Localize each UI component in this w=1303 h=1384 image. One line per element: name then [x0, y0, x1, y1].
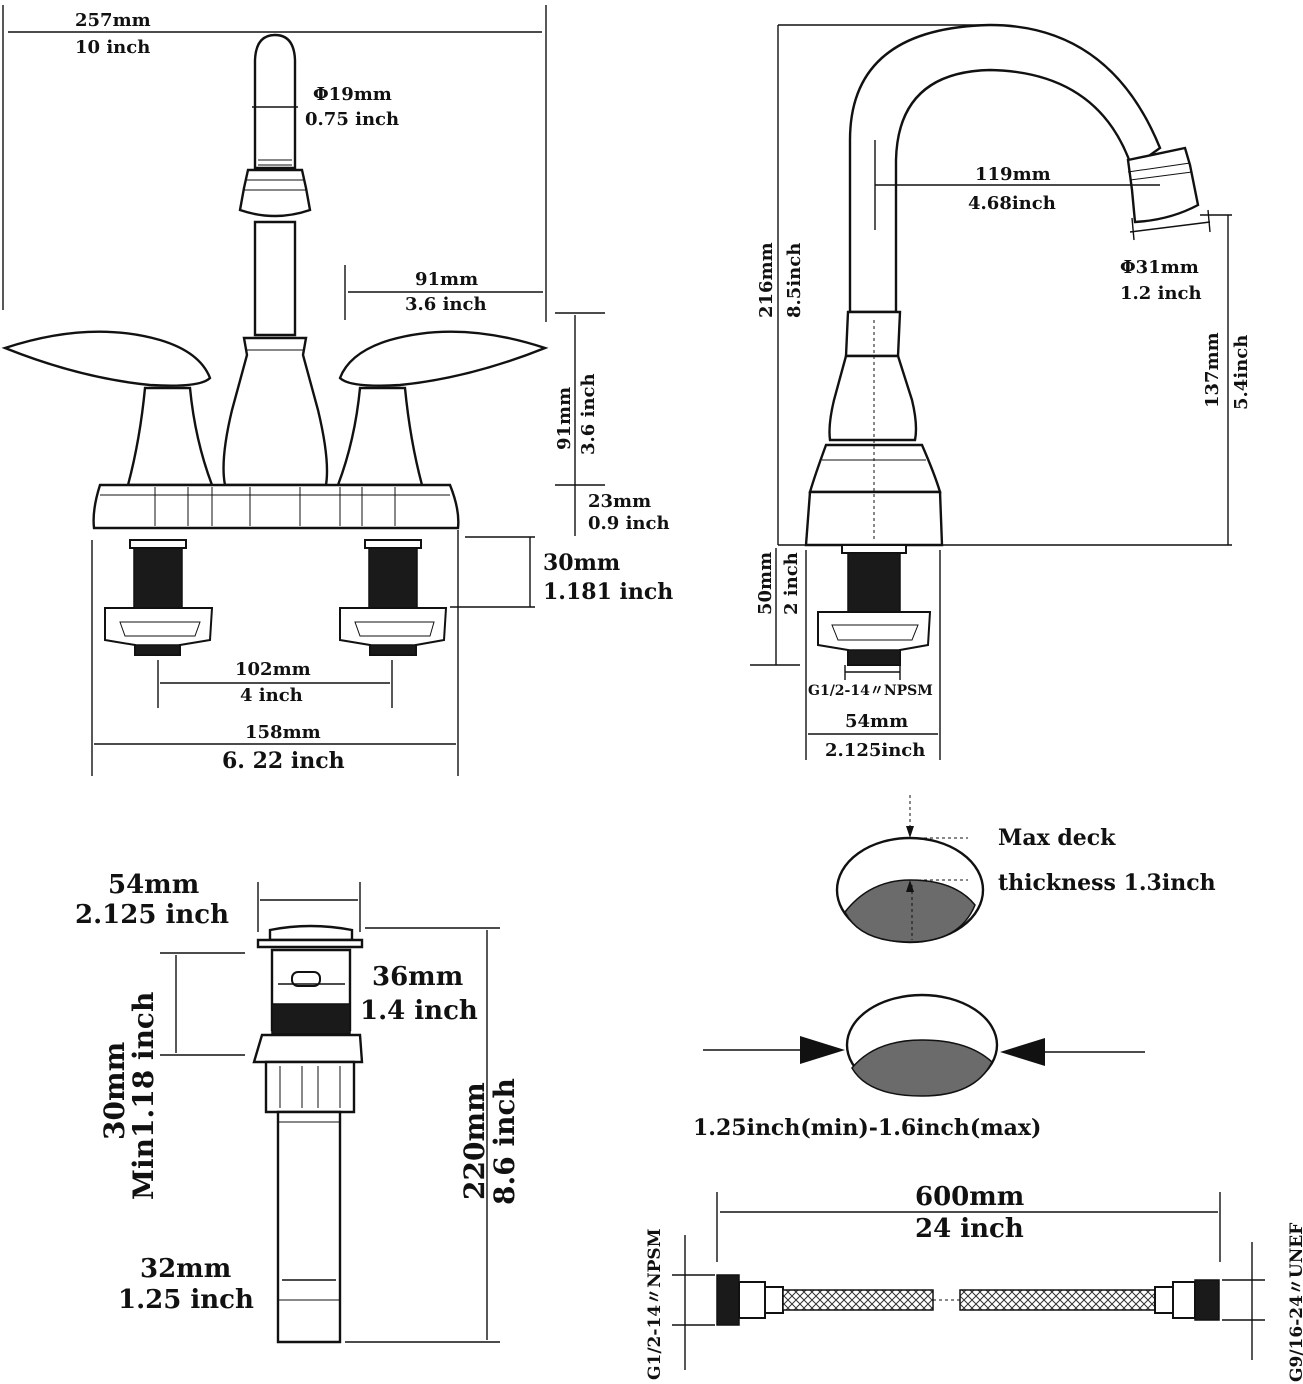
- spout-reach-inch: 4.68inch: [968, 193, 1056, 214]
- spout-diameter-inch: 0.75 inch: [305, 109, 399, 130]
- spout-diameter-mm: Φ19mm: [313, 84, 392, 105]
- side-shank-inch: 2 inch: [781, 552, 802, 615]
- base-height-inch: 0.9 inch: [588, 513, 670, 534]
- drain-tail-inch: 1.25 inch: [118, 1285, 254, 1315]
- drain-tailpiece: [276, 1110, 342, 1344]
- base-length-mm: 158mm: [245, 722, 321, 743]
- spout-column: [253, 33, 297, 170]
- drain-min-mm: 30mm: [98, 1042, 131, 1140]
- drain-body-inch: 1.4 inch: [360, 996, 478, 1026]
- total-height-mm: 216mm: [756, 242, 777, 318]
- drain-min-inch: Min1.18 inch: [127, 992, 160, 1200]
- hose-right-nut: [1194, 1279, 1220, 1321]
- right-shank: [368, 547, 418, 611]
- handle-reach-mm: 91mm: [415, 269, 478, 290]
- drain-total-inch: 8.6 inch: [488, 1078, 521, 1205]
- total-height-inch: 8.5inch: [784, 243, 805, 318]
- base-length-inch: 6. 22 inch: [222, 748, 345, 774]
- hose-left-nut: [716, 1274, 740, 1326]
- gooseneck-spout: [848, 23, 1162, 314]
- mounting-hole: 1.25inch(min)-1.6inch(max): [693, 993, 1145, 1141]
- side-base-diameter-mm: 54mm: [845, 711, 908, 732]
- shank-length-inch: 1.181 inch: [543, 579, 673, 605]
- side-thread: G1/2-14〃NPSM: [808, 683, 933, 699]
- right-handle: [338, 330, 549, 387]
- overall-width-mm: 257mm: [75, 10, 151, 31]
- left-handle: [1, 330, 212, 387]
- hole-range: 1.25inch(min)-1.6inch(max): [693, 1115, 1041, 1141]
- deck-thickness: Max deck thickness 1.3inch: [835, 795, 1216, 944]
- drain-body-mm: 36mm: [372, 962, 463, 992]
- hose-braid-right: [959, 1289, 1156, 1311]
- faucet-body: [222, 336, 329, 487]
- handle-height-mm: 91mm: [554, 387, 575, 450]
- deck-label-line1: Max deck: [998, 825, 1116, 851]
- side-view: 119mm 4.68inch Φ31mm 1.2 inch 216mm 8.5i…: [750, 23, 1252, 761]
- hose-left-thread: G1/2-14〃NPSM: [645, 1228, 665, 1380]
- drain-top-inch: 2.125 inch: [75, 900, 229, 930]
- side-base-diameter-inch: 2.125inch: [825, 740, 925, 761]
- center-spacing-inch: 4 inch: [240, 685, 303, 706]
- base-height-mm: 23mm: [588, 491, 651, 512]
- overall-width-inch: 10 inch: [75, 37, 150, 58]
- side-aerator: [1126, 146, 1200, 224]
- hose-braid-left: [782, 1289, 934, 1311]
- side-shank: [847, 552, 901, 616]
- drain-stopper: [268, 924, 354, 942]
- side-body: [828, 354, 918, 442]
- hose-right-thread: G9/16-24〃UNEF: [1287, 1223, 1303, 1382]
- spout-height-mm: 137mm: [1202, 332, 1223, 408]
- aerator-diameter-mm: Φ31mm: [1120, 257, 1199, 278]
- front-view: 257mm 10 inch Φ19mm 0.75 inch: [1, 5, 673, 776]
- left-shank: [133, 547, 183, 611]
- pop-up-drain: 54mm 2.125 inch 36mm 1.4 inch 30mm Min1.…: [75, 870, 521, 1344]
- aerator-diameter-inch: 1.2 inch: [1120, 283, 1202, 304]
- drain-total-mm: 220mm: [458, 1082, 491, 1200]
- shank-length-mm: 30mm: [543, 550, 620, 576]
- spout-aerator: [238, 168, 312, 218]
- supply-hose: 600mm 24 inch G1/2-14〃NPSM G9/16-24〃UNEF: [645, 1182, 1303, 1382]
- deck-plate: [92, 483, 460, 530]
- deck-label-line2: thickness 1.3inch: [998, 870, 1216, 896]
- side-shank-mm: 50mm: [755, 552, 776, 615]
- drain-top-mm: 54mm: [108, 870, 199, 900]
- center-spacing-mm: 102mm: [235, 659, 311, 680]
- hose-length-mm: 600mm: [915, 1182, 1024, 1212]
- handle-height-inch: 3.6 inch: [578, 373, 599, 455]
- handle-reach-inch: 3.6 inch: [405, 294, 487, 315]
- spout-reach-mm: 119mm: [975, 164, 1051, 185]
- spout-height-inch: 5.4inch: [1231, 335, 1252, 410]
- drain-tail-mm: 32mm: [140, 1254, 231, 1284]
- hose-length-inch: 24 inch: [915, 1214, 1024, 1244]
